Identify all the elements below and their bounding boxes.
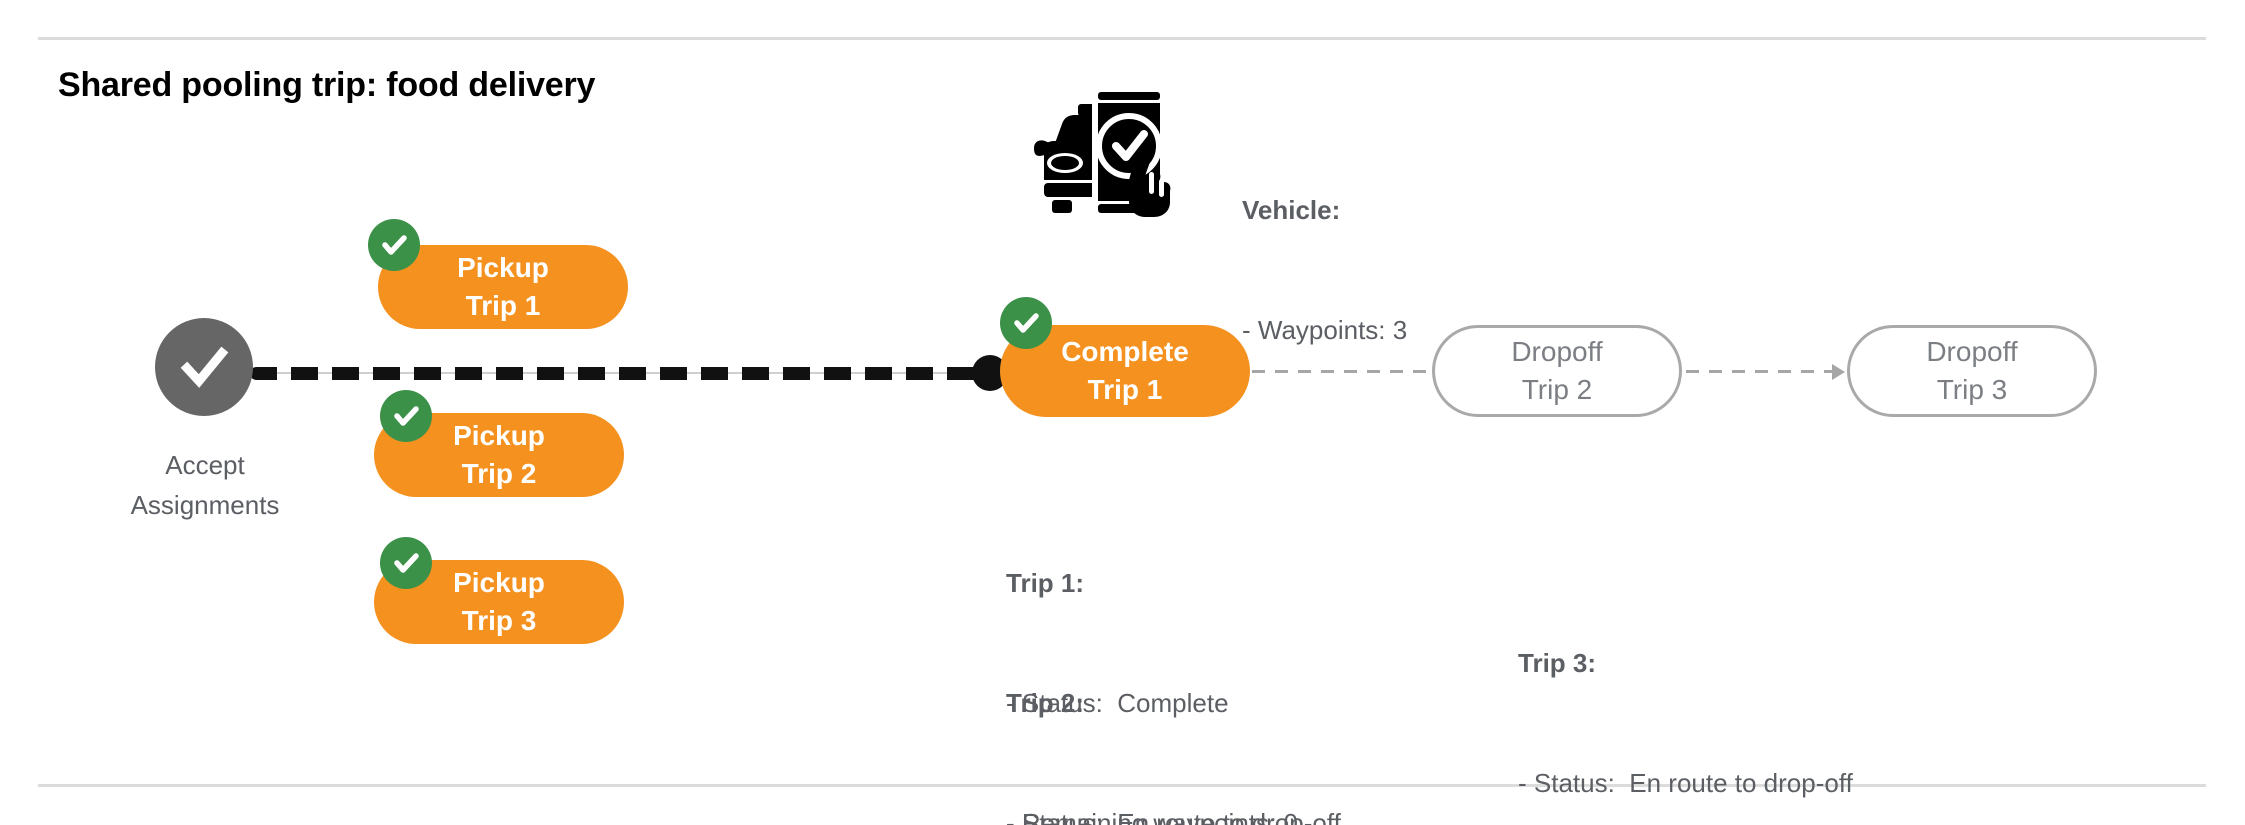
pickup-trip-3-check-badge	[380, 537, 432, 589]
trip-1-status: - Status: Complete	[1006, 688, 1229, 718]
dropoff-trip-2-line1: Dropoff	[1511, 336, 1603, 367]
check-icon	[394, 553, 419, 573]
trip-2-annotation: Trip 2: - Status: En route to drop-off -…	[1006, 603, 1341, 825]
trip-1-annotation: Trip 1: - Status: Complete - Remaining w…	[1006, 483, 1298, 825]
accept-assignments-circle	[155, 318, 253, 416]
main-path-dashed-line	[250, 367, 990, 380]
pickup-trip-1-line1: Pickup	[457, 252, 549, 283]
dropoff-trip-2-node[interactable]: Dropoff Trip 2	[1432, 325, 1682, 417]
page-title: Shared pooling trip: food delivery	[58, 66, 596, 104]
connector-complete-to-dropoff2	[1252, 370, 1432, 373]
pickup-trip-2-line2: Trip 2	[461, 458, 537, 489]
pickup-trip-1-check-badge	[368, 219, 420, 271]
complete-trip-1-line2: Trip 1	[1087, 374, 1163, 405]
check-icon	[1014, 313, 1039, 333]
trip-3-annotation: Trip 3: - Status: En route to drop-off -…	[1518, 563, 1853, 825]
accept-assignments-node[interactable]	[155, 318, 253, 416]
dropoff-trip-3-line2: Trip 3	[1936, 374, 2008, 405]
connector-dropoff2-to-dropoff3	[1686, 370, 1834, 373]
bottom-divider	[38, 784, 2206, 787]
check-icon	[382, 235, 407, 255]
pickup-trip-1-line2: Trip 1	[465, 290, 541, 321]
accept-assignments-label: Accept Assignments	[95, 445, 315, 525]
complete-trip-1-line1: Complete	[1061, 336, 1189, 367]
trip-2-heading: Trip 2:	[1006, 688, 1085, 718]
car-phone-check-icon	[1032, 84, 1184, 219]
connector-arrow-icon	[1832, 364, 1845, 380]
vehicle-annotation-waypoints: - Waypoints: 3	[1242, 315, 1408, 345]
dropoff-trip-2-line2: Trip 2	[1521, 374, 1593, 405]
pickup-trip-2-check-badge	[380, 390, 432, 442]
trip-2-status: - Status: En route to drop-off	[1006, 808, 1341, 825]
top-divider	[38, 37, 2206, 40]
check-icon	[394, 406, 419, 426]
check-icon	[180, 346, 229, 388]
vehicle-annotation-heading: Vehicle:	[1242, 195, 1341, 225]
trip-1-waypoints: - Remaining waypoints: 0	[1006, 808, 1298, 825]
dropoff-trip-3-node[interactable]: Dropoff Trip 3	[1847, 325, 2097, 417]
dropoff-trip-3-line1: Dropoff	[1926, 336, 2018, 367]
vehicle-annotation: Vehicle: - Waypoints: 3	[1242, 110, 1407, 430]
complete-trip-1-check-badge	[1000, 297, 1052, 349]
trip-1-heading: Trip 1:	[1006, 568, 1085, 598]
accept-assignments-label-line2: Assignments	[130, 490, 280, 520]
pickup-trip-2-line1: Pickup	[453, 420, 545, 451]
pickup-trip-3-line2: Trip 3	[461, 605, 537, 636]
trip-3-heading: Trip 3:	[1518, 648, 1597, 678]
accept-assignments-label-line1: Accept	[165, 450, 245, 480]
trip-3-status: - Status: En route to drop-off	[1518, 768, 1853, 798]
pickup-trip-1-node[interactable]: Pickup Trip 1	[378, 245, 628, 329]
pickup-trip-3-line1: Pickup	[453, 567, 545, 598]
